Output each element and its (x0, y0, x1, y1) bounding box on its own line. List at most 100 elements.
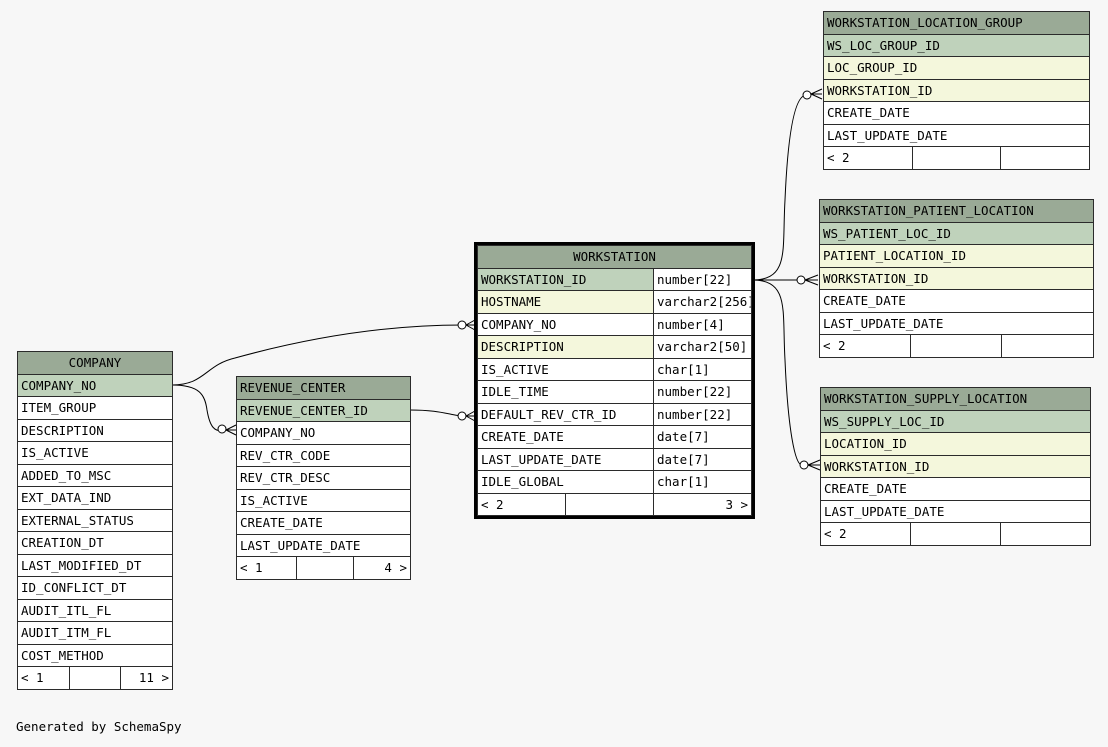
column-row[interactable]: EXT_DATA_IND (16, 486, 174, 510)
column-row[interactable]: IS_ACTIVE (16, 441, 174, 465)
column-row[interactable]: DESCRIPTION (16, 418, 174, 442)
column-name: REV_CTR_DESC (236, 466, 411, 490)
table-header[interactable]: WORKSTATION_SUPPLY_LOCATION (819, 387, 1092, 411)
column-name: WORKSTATION_ID (822, 78, 1091, 102)
column-row[interactable]: PATIENT_LOCATION_ID (818, 244, 1095, 268)
column-row[interactable]: LOC_GROUP_ID (822, 56, 1091, 80)
children-count[interactable] (1000, 334, 1095, 358)
column-name: COST_METHOD (16, 643, 174, 667)
column-row[interactable]: WORKSTATION_ID (819, 454, 1092, 478)
parents-count[interactable]: < 2 (477, 492, 566, 516)
column-name: CREATION_DT (16, 531, 174, 555)
column-row[interactable]: REV_CTR_DESC (236, 466, 411, 490)
column-row[interactable]: IS_ACTIVE (236, 488, 411, 512)
column-row[interactable]: ID_CONFLICT_DT (16, 576, 174, 600)
table-header[interactable]: REVENUE_CENTER (236, 376, 411, 400)
table-header[interactable]: COMPANY (16, 351, 174, 375)
column-name: CREATE_DATE (818, 289, 1095, 313)
parents-count[interactable]: < 2 (823, 146, 913, 170)
column-row[interactable]: LAST_UPDATE_DATE (818, 311, 1095, 335)
table-header[interactable]: WORKSTATION_LOCATION_GROUP (822, 11, 1091, 35)
column-row[interactable]: LAST_MODIFIED_DT (16, 553, 174, 577)
column-name: COMPANY_NO (16, 373, 174, 397)
children-count[interactable]: 4 > (353, 556, 411, 580)
column-name: WS_SUPPLY_LOC_ID (819, 409, 1092, 433)
column-type: number[22] (652, 402, 753, 426)
table-header[interactable]: WORKSTATION (476, 245, 753, 269)
column-row[interactable]: COMPANY_NO (16, 373, 174, 397)
column-row[interactable]: AUDIT_ITL_FL (16, 598, 174, 622)
column-row[interactable]: WS_SUPPLY_LOC_ID (819, 409, 1092, 433)
column-row[interactable]: LAST_UPDATE_DATE (236, 533, 411, 557)
column-row[interactable]: REVENUE_CENTER_ID (236, 398, 411, 422)
parents-count[interactable]: < 2 (819, 334, 911, 358)
column-row[interactable]: COMPANY_NO (236, 421, 411, 445)
column-type: char[1] (652, 470, 753, 494)
children-count[interactable] (999, 522, 1092, 546)
column-name: HOSTNAME (477, 290, 654, 314)
column-row[interactable]: WS_LOC_GROUP_ID (822, 33, 1091, 57)
column-name: IDLE_GLOBAL (477, 470, 654, 494)
column-row[interactable]: LAST_UPDATE_DATE (819, 499, 1092, 523)
column-type: number[22] (652, 267, 753, 291)
column-row[interactable]: LOCATION_ID (819, 432, 1092, 456)
column-name: DEFAULT_REV_CTR_ID (477, 402, 654, 426)
column-name: EXTERNAL_STATUS (16, 508, 174, 532)
column-name: CREATE_DATE (822, 101, 1091, 125)
column-name: CREATE_DATE (819, 477, 1092, 501)
column-row[interactable]: COST_METHOD (16, 643, 174, 667)
column-row[interactable]: CREATION_DT (16, 531, 174, 555)
table-header[interactable]: WORKSTATION_PATIENT_LOCATION (818, 199, 1095, 223)
column-name: WORKSTATION_ID (819, 454, 1092, 478)
column-name: DESCRIPTION (16, 418, 174, 442)
column-name: REV_CTR_CODE (236, 443, 411, 467)
column-row[interactable]: EXTERNAL_STATUS (16, 508, 174, 532)
column-row[interactable]: LAST_UPDATE_DATE (822, 123, 1091, 147)
footer-spacer (296, 556, 354, 580)
column-row[interactable]: AUDIT_ITM_FL (16, 621, 174, 645)
parents-count[interactable]: < 2 (820, 522, 911, 546)
column-row[interactable]: CREATE_DATE (818, 289, 1095, 313)
column-row[interactable]: WS_PATIENT_LOC_ID (818, 221, 1095, 245)
column-row[interactable]: REV_CTR_CODE (236, 443, 411, 467)
column-name: AUDIT_ITM_FL (16, 621, 174, 645)
column-row[interactable]: ADDED_TO_MSC (16, 463, 174, 487)
edge-company-revenue-center (171, 384, 223, 432)
column-row[interactable]: ITEM_GROUP (16, 396, 174, 420)
column-row[interactable]: CREATE_DATE (819, 477, 1092, 501)
parents-count[interactable]: < 1 (236, 556, 297, 580)
column-type: varchar2[50] (652, 335, 753, 359)
column-name: ADDED_TO_MSC (16, 463, 174, 487)
children-count[interactable]: 3 > (652, 492, 753, 516)
column-row[interactable]: WORKSTATION_ID (818, 266, 1095, 290)
generated-by-label: Generated by SchemaSpy (16, 719, 182, 734)
column-row[interactable]: CREATE_DATE (822, 101, 1091, 125)
column-name: EXT_DATA_IND (16, 486, 174, 510)
children-count[interactable]: 11 > (119, 666, 174, 690)
column-name: IS_ACTIVE (16, 441, 174, 465)
column-row[interactable]: CREATE_DATE (236, 511, 411, 535)
column-row[interactable]: WORKSTATION_ID (822, 78, 1091, 102)
column-type: date[7] (652, 425, 753, 449)
children-count[interactable] (999, 146, 1091, 170)
parents-count[interactable]: < 1 (17, 666, 70, 690)
column-name: CREATE_DATE (236, 511, 411, 535)
column-name: LOC_GROUP_ID (822, 56, 1091, 80)
